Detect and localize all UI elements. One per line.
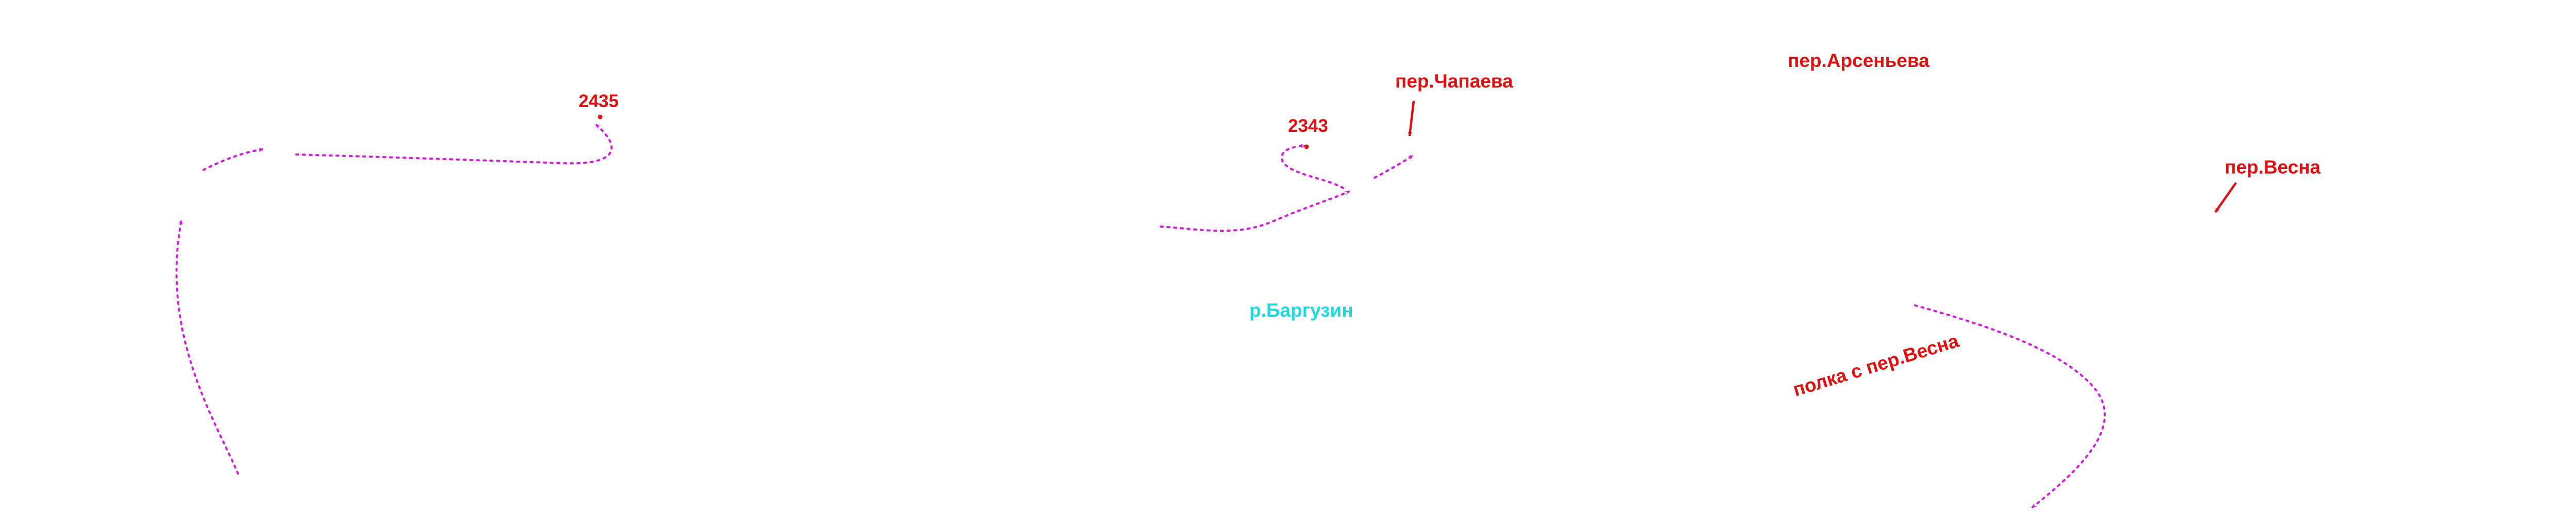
pass-arsenyeva-label: пер.Арсеньева	[1788, 50, 1929, 71]
route-segment-to-chapaeva	[1374, 154, 1414, 179]
route-segment-around-2343	[1281, 146, 1344, 189]
pass-vesna-label: пер.Весна	[2225, 157, 2321, 178]
route-segment-upper-left	[202, 149, 264, 171]
peak-2435-label: 2435	[579, 91, 619, 111]
route-segment-to-2435	[295, 124, 613, 165]
river-barguzin-label: р.Баргузин	[1249, 300, 1353, 321]
pass-chapaeva-label: пер.Чапаева	[1395, 71, 1513, 92]
pointer-arrow-chapaeva	[1408, 100, 1415, 136]
route-segment-lower-middle	[1160, 191, 1350, 232]
shelf-vesna-label: полка с пер.Весна	[1790, 330, 1961, 401]
summit-dot-icon	[598, 114, 603, 119]
route-segment-lower-left	[175, 219, 239, 475]
summit-dot-icon	[1304, 144, 1309, 149]
route-segment-right-descent	[1914, 304, 2106, 508]
pointer-arrow-vesna	[2214, 182, 2237, 213]
peak-2343-label: 2343	[1288, 116, 1328, 136]
